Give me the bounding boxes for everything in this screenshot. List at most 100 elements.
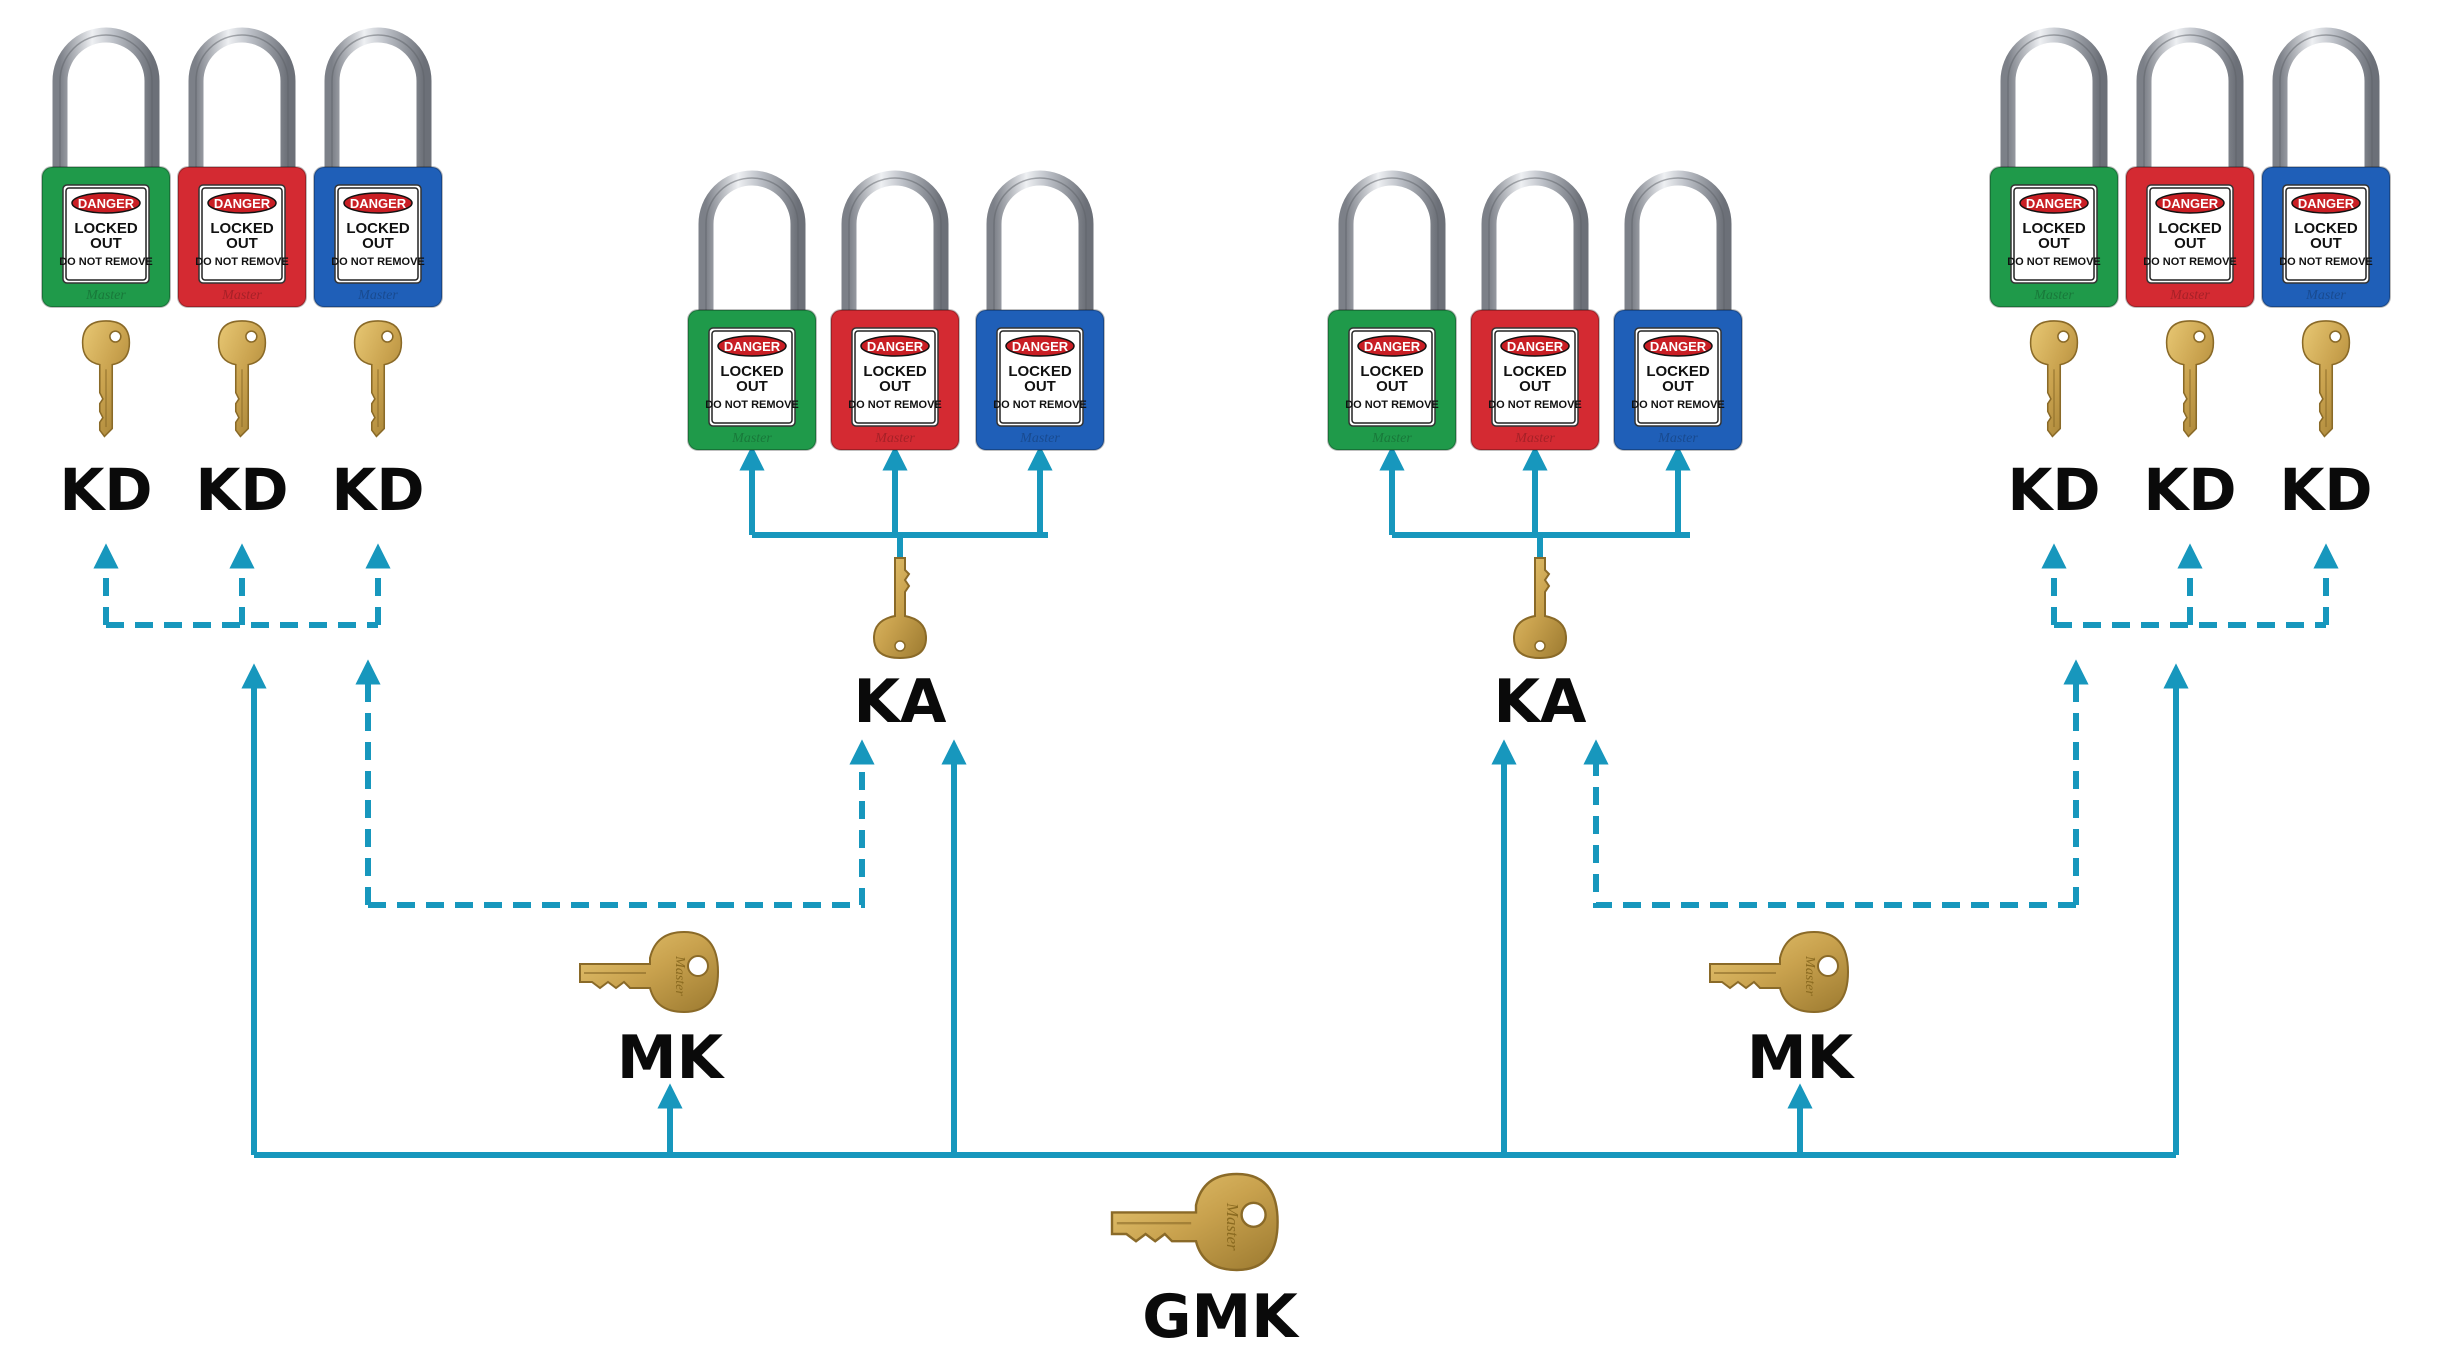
gmk-key: Master xyxy=(1110,1172,1279,1272)
tag-line3: DO NOT REMOVE xyxy=(1345,399,1439,411)
tag-header: DANGER xyxy=(1364,339,1421,354)
tag-line1: LOCKED xyxy=(1360,363,1424,380)
tag-line1: LOCKED xyxy=(863,363,927,380)
danger-oval xyxy=(207,192,277,214)
danger-oval xyxy=(2291,192,2361,214)
tag-line2: OUT xyxy=(1376,378,1408,395)
tag-header: DANGER xyxy=(1012,339,1069,354)
key-stamp: Master xyxy=(1802,955,1817,996)
tag-line1: LOCKED xyxy=(1008,363,1072,380)
tag-line2: OUT xyxy=(2038,235,2070,252)
mk-right-label: MK xyxy=(1747,1023,1856,1093)
ka-left-key xyxy=(872,557,928,660)
kd-left-label-1: KD xyxy=(59,456,152,524)
tag-header: DANGER xyxy=(78,196,135,211)
mk-right-key: Master xyxy=(1709,930,1850,1014)
tag-line3: DO NOT REMOVE xyxy=(1488,399,1582,411)
shackle xyxy=(698,170,806,318)
mk-left-dashed-to-ka xyxy=(368,739,875,908)
shackle xyxy=(841,170,949,318)
tag-header: DANGER xyxy=(2298,196,2355,211)
tag-line1: LOCKED xyxy=(720,363,784,380)
shackle xyxy=(188,27,296,175)
tag-line3: DO NOT REMOVE xyxy=(195,256,289,268)
kd-right-label-2: KD xyxy=(2143,456,2236,524)
lock-stamp: Master xyxy=(1657,431,1698,446)
tag-line1: LOCKED xyxy=(1503,363,1567,380)
kd-right-label-1: KD xyxy=(2007,456,2100,524)
tag-line3: DO NOT REMOVE xyxy=(59,256,153,268)
lock-stamp: Master xyxy=(1019,431,1060,446)
tag-line3: DO NOT REMOVE xyxy=(331,256,425,268)
tag-line2: OUT xyxy=(879,378,911,395)
danger-oval xyxy=(1357,335,1427,357)
lock-stamp: Master xyxy=(2033,288,2074,303)
tag-line3: DO NOT REMOVE xyxy=(2007,256,2101,268)
shackle xyxy=(2000,27,2108,175)
shackle xyxy=(986,170,1094,318)
danger-oval xyxy=(1005,335,1075,357)
tag-header: DANGER xyxy=(350,196,407,211)
danger-oval xyxy=(717,335,787,357)
shackle xyxy=(2136,27,2244,175)
shackle xyxy=(324,27,432,175)
tag-line3: DO NOT REMOVE xyxy=(1631,399,1725,411)
kd-left-label-2: KD xyxy=(195,456,288,524)
lock-stamp: Master xyxy=(221,288,262,303)
tag-line1: LOCKED xyxy=(1646,363,1710,380)
tag-line2: OUT xyxy=(90,235,122,252)
mk-left-key: Master xyxy=(579,930,720,1014)
tag-line1: LOCKED xyxy=(74,220,138,237)
key-stamp: Master xyxy=(1223,1202,1242,1251)
lock-stamp: Master xyxy=(85,288,126,303)
ka-right-key xyxy=(1512,557,1568,660)
lock-stamp: Master xyxy=(1514,431,1555,446)
danger-oval xyxy=(2019,192,2089,214)
tag-line3: DO NOT REMOVE xyxy=(705,399,799,411)
tag-line2: OUT xyxy=(736,378,768,395)
lock-stamp: Master xyxy=(731,431,772,446)
tag-line2: OUT xyxy=(226,235,258,252)
kd-left-key-2 xyxy=(217,320,267,438)
tag-header: DANGER xyxy=(867,339,924,354)
ka-left-label: KA xyxy=(854,667,947,737)
kd-right-key-3 xyxy=(2301,320,2351,438)
tag-header: DANGER xyxy=(1507,339,1564,354)
lock-stamp: Master xyxy=(2305,288,2346,303)
tag-header: DANGER xyxy=(2162,196,2219,211)
mk-left-label: MK xyxy=(617,1023,726,1093)
gmk-label: GMK xyxy=(1142,1282,1300,1352)
kd-left-key-3 xyxy=(353,320,403,438)
tag-header: DANGER xyxy=(1650,339,1707,354)
kd-right-label-3: KD xyxy=(2279,456,2372,524)
tag-header: DANGER xyxy=(2026,196,2083,211)
tag-header: DANGER xyxy=(724,339,781,354)
key-stamp: Master xyxy=(672,955,687,996)
tag-line3: DO NOT REMOVE xyxy=(2279,256,2373,268)
lock-stamp: Master xyxy=(1371,431,1412,446)
tag-line2: OUT xyxy=(1662,378,1694,395)
kd-right-key-2 xyxy=(2165,320,2215,438)
danger-oval xyxy=(71,192,141,214)
lock-stamp: Master xyxy=(874,431,915,446)
tag-line2: OUT xyxy=(2174,235,2206,252)
danger-oval xyxy=(2155,192,2225,214)
tag-line2: OUT xyxy=(1024,378,1056,395)
tag-line2: OUT xyxy=(1519,378,1551,395)
kd-right-key-1 xyxy=(2029,320,2079,438)
tag-line3: DO NOT REMOVE xyxy=(848,399,942,411)
shackle xyxy=(1624,170,1732,318)
tag-line3: DO NOT REMOVE xyxy=(993,399,1087,411)
